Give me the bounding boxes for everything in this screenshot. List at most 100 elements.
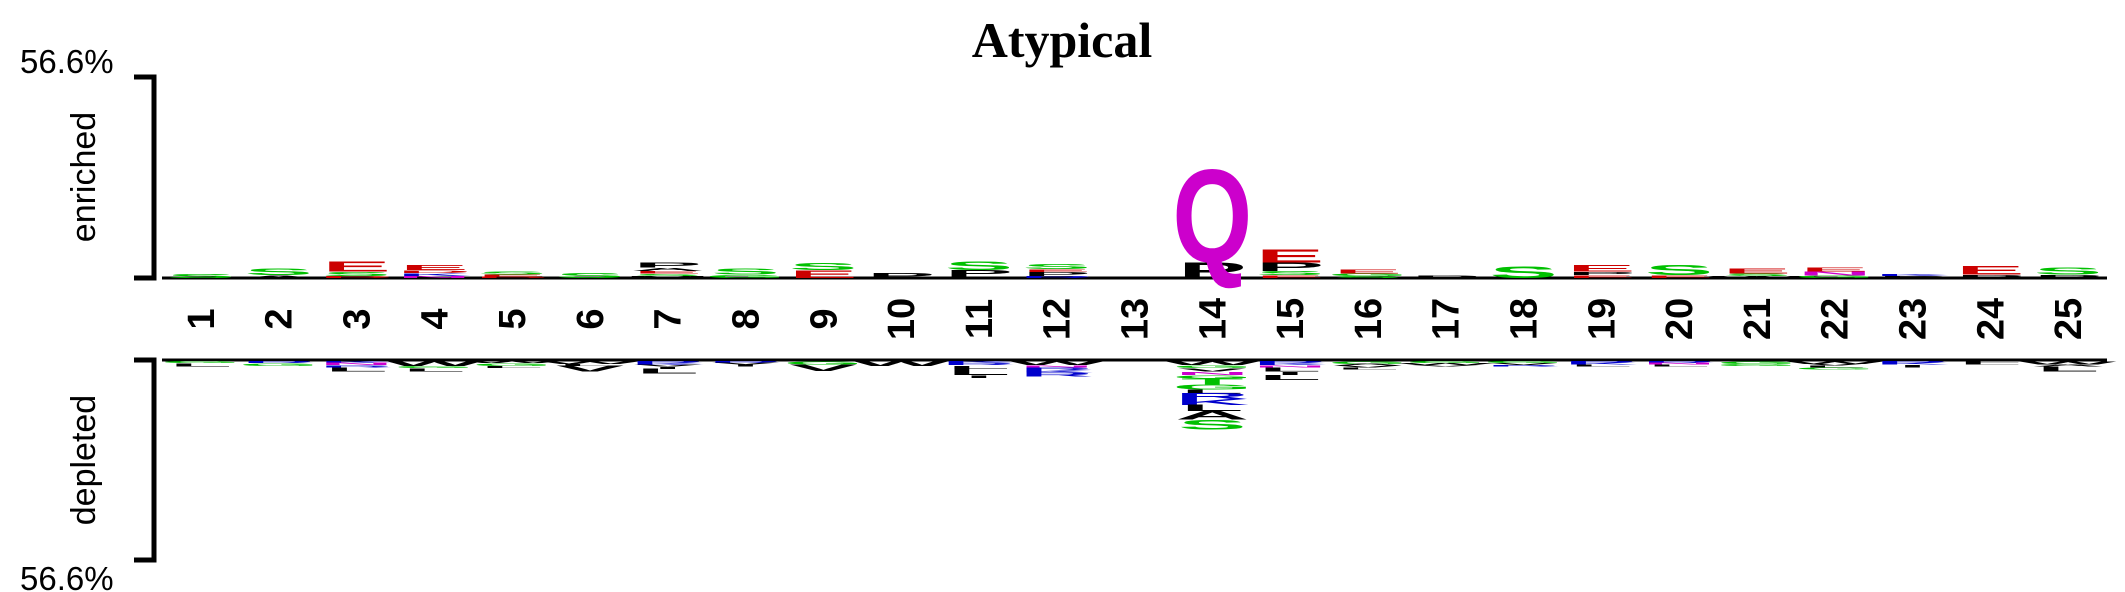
depleted-residue-14-K-9: K xyxy=(1175,398,1249,407)
position-label-13: 13 xyxy=(1115,298,1157,340)
depleted-scale-bracket xyxy=(134,357,157,563)
depleted-residue-5-G-1: G xyxy=(472,362,552,366)
depleted-residue-24-L-0: L xyxy=(1959,361,2022,364)
enriched-residue-6-S-0: S xyxy=(556,272,624,280)
enriched-residue-7-P-4: P xyxy=(634,262,702,270)
depleted-residue-3-K-0: K xyxy=(319,361,393,364)
depleted-residue-9-V-1: V xyxy=(789,363,858,373)
enriched-residue-24-P-0: P xyxy=(1956,274,2024,280)
enriched-residue-12-E-2: E xyxy=(1023,268,1091,272)
depleted-axis-label: depleted xyxy=(65,395,103,525)
depleted-residue-14-R-8: R xyxy=(1175,392,1249,401)
enriched-residue-21-W-0: W xyxy=(1709,276,1807,279)
enriched-residue-11-V-0: V xyxy=(945,276,1013,278)
position-label-17: 17 xyxy=(1426,298,1468,340)
depleted-residue-16-A-1: A xyxy=(1331,363,1405,366)
depleted-residue-7-R-0: R xyxy=(631,360,705,363)
enriched-residue-10-P-0: P xyxy=(867,272,935,280)
enriched-residue-3-D-0: D xyxy=(319,275,393,278)
depleted-residue-3-R-2: R xyxy=(319,365,393,368)
enriched-residue-14-P-0: P xyxy=(1178,258,1246,283)
depleted-residue-21-G-1: G xyxy=(1717,363,1797,366)
position-label-18: 18 xyxy=(1504,298,1546,340)
enriched-residue-4-D-2: D xyxy=(397,269,471,273)
depleted-residue-12-R-4: R xyxy=(1020,371,1094,378)
enriched-residue-12-P-1: P xyxy=(1023,271,1091,278)
depleted-residue-6-L-1: L xyxy=(559,363,622,366)
depleted-residue-14-L-7: L xyxy=(1181,388,1244,395)
depleted-residue-1-G-0: G xyxy=(161,360,241,363)
enriched-residue-5-D-0: D xyxy=(475,276,549,278)
depleted-residue-7-V-2: V xyxy=(634,364,702,367)
depleted-residue-5-L-2: L xyxy=(481,365,544,368)
depleted-residue-2-G-1: G xyxy=(239,362,319,366)
enriched-axis-label: enriched xyxy=(65,112,103,242)
enriched-residue-22-G-0: G xyxy=(1795,275,1875,279)
depleted-residue-4-L-2: L xyxy=(403,367,466,372)
depleted-residue-6-W-0: W xyxy=(542,360,640,364)
depleted-residue-22-V-1: V xyxy=(1801,363,1869,366)
depleted-residue-7-I-3: I xyxy=(653,366,681,369)
depleted-residue-25-L-2: L xyxy=(2037,365,2100,373)
enriched-residue-19-E-0: E xyxy=(1567,274,1635,278)
position-label-9: 9 xyxy=(803,308,845,329)
position-label-21: 21 xyxy=(1737,298,1779,340)
depleted-residue-7-L-4: L xyxy=(636,368,699,376)
enriched-residue-7-S-1: S xyxy=(634,273,702,276)
depleted-residue-17-W-1: W xyxy=(1397,363,1495,366)
scale-bottom-label: 56.6% xyxy=(20,560,114,592)
enriched-residue-21-E-2: E xyxy=(1723,267,1791,275)
depleted-residue-11-L-2: L xyxy=(948,364,1011,369)
position-label-15: 15 xyxy=(1270,298,1312,340)
depleted-residue-14-G-4: G xyxy=(1172,374,1252,379)
position-label-10: 10 xyxy=(881,298,923,340)
position-label-5: 5 xyxy=(492,308,534,329)
enriched-residue-22-E-2: E xyxy=(1801,266,1869,273)
enriched-scale-bracket xyxy=(134,74,157,281)
depleted-residue-22-W-0: W xyxy=(1786,360,1884,364)
enriched-residue-21-S-1: S xyxy=(1723,273,1791,277)
depleted-residue-21-G-0: G xyxy=(1717,360,1797,364)
position-label-25: 25 xyxy=(2048,298,2090,340)
position-label-2: 2 xyxy=(259,308,301,329)
enriched-residue-1-S-0: S xyxy=(167,273,235,280)
enriched-residue-23-K-1: K xyxy=(1875,273,1949,276)
enriched-residue-19-E-2: E xyxy=(1567,264,1635,274)
depleted-residue-2-R-0: R xyxy=(242,360,316,363)
enriched-residue-3-E-2: E xyxy=(322,258,390,275)
chart-title: Atypical xyxy=(972,12,1153,68)
depleted-residue-18-R-2: R xyxy=(1486,365,1560,367)
position-label-12: 12 xyxy=(1037,298,1079,340)
depleted-residue-19-L-2: L xyxy=(1570,364,1633,367)
depleted-residue-20-R-0: R xyxy=(1642,361,1716,364)
enriched-residue-18-S-0: S xyxy=(1489,263,1557,282)
depleted-residue-25-W-0: W xyxy=(2020,360,2117,365)
depleted-residue-11-R-1: R xyxy=(942,363,1016,366)
enriched-residue-16-E-2: E xyxy=(1334,268,1402,275)
position-label-3: 3 xyxy=(337,308,379,329)
enriched-residue-22-N-1: N xyxy=(1798,270,1872,277)
position-label-11: 11 xyxy=(959,299,1001,339)
enriched-residue-12-R-0: R xyxy=(1020,276,1094,279)
depleted-residue-9-G-0: G xyxy=(783,360,863,365)
enriched-residue-11-S-2: S xyxy=(945,260,1013,273)
depleted-residue-10-W-0: W xyxy=(853,360,950,368)
depleted-residue-23-R-0: R xyxy=(1875,361,1949,364)
position-label-7: 7 xyxy=(648,308,690,329)
enriched-residue-25-S-1: S xyxy=(2034,266,2102,277)
depleted-residue-8-I-2: I xyxy=(731,364,759,367)
enriched-residue-3-S-1: S xyxy=(322,271,390,278)
depleted-residue-16-G-0: G xyxy=(1328,360,1408,364)
depleted-residue-5-W-0: W xyxy=(464,360,562,363)
enriched-residue-12-S-3: S xyxy=(1023,263,1091,271)
depleted-residue-8-V-1: V xyxy=(711,362,779,365)
depleted-residue-16-V-2: V xyxy=(1334,365,1402,368)
depleted-residue-24-L-1: L xyxy=(1959,362,2022,365)
enriched-residue-25-P-0: P xyxy=(2034,274,2102,280)
depleted-residue-22-L-2: L xyxy=(1803,365,1866,368)
depleted-residue-25-A-1: A xyxy=(2031,364,2105,367)
depleted-residue-14-S-12: S xyxy=(1178,417,1246,432)
